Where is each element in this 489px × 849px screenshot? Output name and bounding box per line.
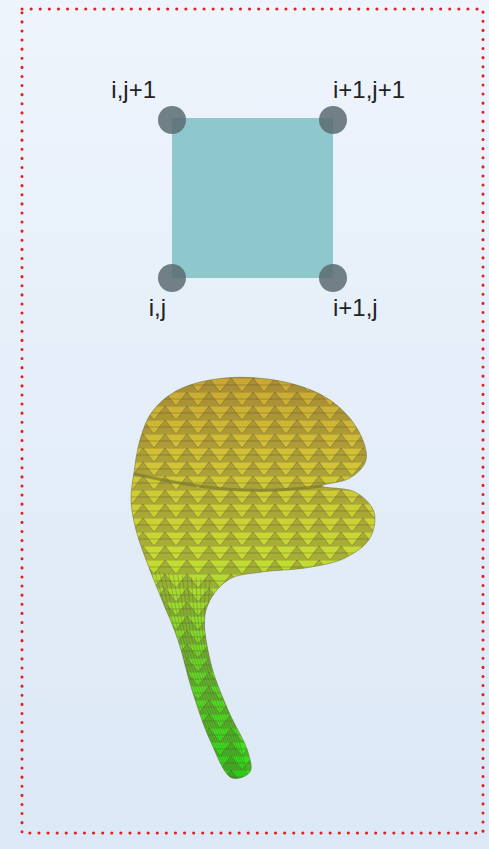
dotted-border bbox=[22, 9, 483, 833]
mushroom-outline bbox=[131, 377, 375, 778]
stem-line bbox=[164, 572, 233, 778]
mesh-surface bbox=[120, 370, 390, 790]
vertex-dot bbox=[319, 264, 347, 292]
stem-line bbox=[201, 578, 245, 778]
stem-line bbox=[196, 578, 243, 778]
vertex-label: i+1,j bbox=[333, 294, 378, 322]
vertex-dot bbox=[319, 106, 347, 134]
quad-cell bbox=[172, 118, 333, 278]
stem-line bbox=[205, 579, 247, 778]
stem-line bbox=[159, 572, 231, 778]
mesh-texture bbox=[120, 370, 390, 790]
vertex-label: i+1,j+1 bbox=[333, 76, 405, 104]
stem-line bbox=[155, 571, 230, 778]
lobe-fold bbox=[134, 474, 322, 490]
vertex-label: i,j bbox=[149, 294, 166, 322]
vertex-dot bbox=[158, 106, 186, 134]
vertex-dot bbox=[158, 264, 186, 292]
vertex-label: i,j+1 bbox=[111, 76, 156, 104]
